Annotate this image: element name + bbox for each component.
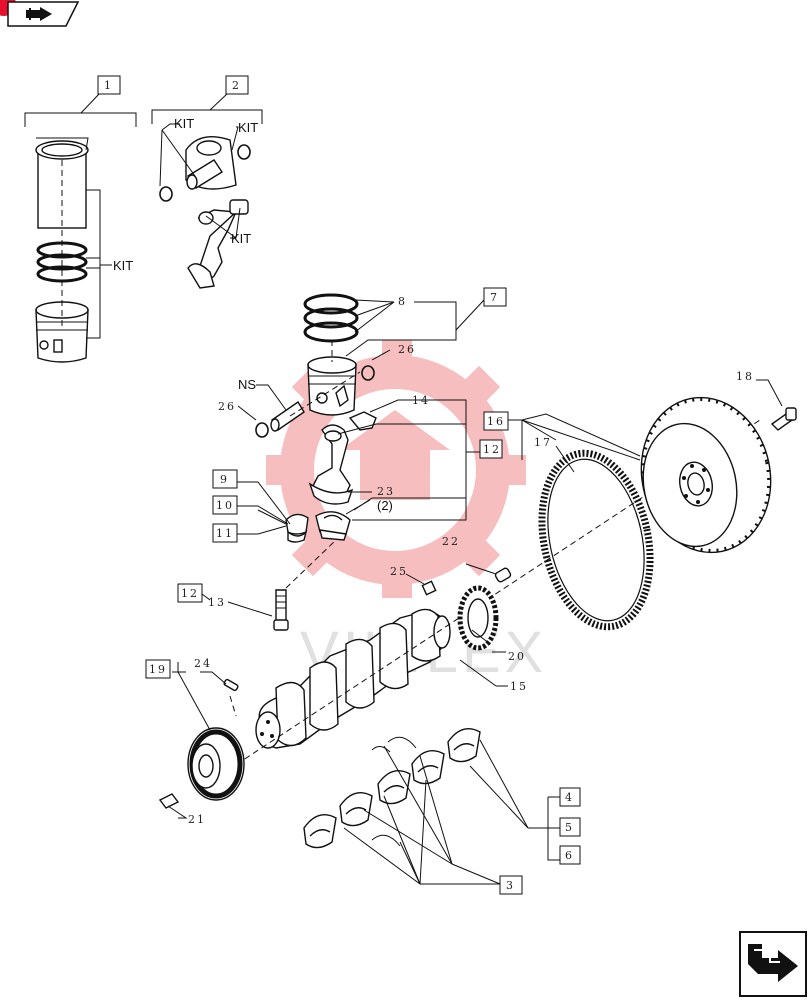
svg-text:8: 8 (398, 295, 407, 308)
piston-main[interactable] (307, 356, 357, 416)
snap-ring-left[interactable] (159, 186, 173, 202)
callout-13[interactable]: 13 (208, 596, 226, 609)
svg-text:10: 10 (216, 499, 234, 512)
svg-text:11: 11 (216, 527, 234, 540)
svg-text:26: 26 (398, 343, 416, 356)
damper-dowel[interactable] (223, 678, 239, 692)
callout-16[interactable]: 16 (483, 411, 509, 431)
callout-1[interactable]: 1 (97, 75, 121, 95)
arrow-turn-icon (26, 7, 52, 21)
svg-text:13: 13 (208, 596, 226, 609)
svg-text:1: 1 (104, 79, 113, 92)
crankshaft[interactable] (255, 608, 451, 749)
woodruff-key[interactable] (421, 580, 437, 596)
kit-label: KIT (113, 258, 133, 273)
main-bearing-shells[interactable] (303, 728, 481, 849)
callout-8[interactable]: 8 (398, 295, 407, 308)
svg-text:23: 23 (377, 485, 395, 498)
svg-text:16: 16 (487, 415, 505, 428)
ring-gear[interactable] (527, 443, 665, 637)
kit-label: KIT (231, 231, 251, 246)
callout-12-bolt[interactable]: 12 (177, 583, 203, 603)
callout-2[interactable]: 2 (225, 75, 249, 95)
flywheel-bolt[interactable] (770, 407, 797, 431)
snap-ring[interactable] (361, 365, 375, 381)
svg-text:14: 14 (412, 394, 430, 407)
arrow-turn-icon (748, 944, 798, 982)
svg-text:18: 18 (736, 370, 754, 383)
callout-23[interactable]: 23 (2) (377, 485, 395, 513)
callout-10[interactable]: 10 (212, 495, 238, 515)
svg-text:2: 2 (232, 79, 241, 92)
kit-label: KIT (238, 120, 258, 135)
svg-text:26: 26 (218, 400, 236, 413)
conrod-kit-group: KIT KIT KIT (151, 92, 263, 289)
svg-text:20: 20 (508, 650, 526, 663)
snap-ring-right[interactable] (237, 144, 251, 160)
svg-text:9: 9 (220, 473, 229, 486)
callout-5[interactable]: 5 (559, 817, 581, 837)
crankshaft-damper[interactable] (187, 727, 245, 801)
callout-9[interactable]: 9 (212, 469, 238, 489)
svg-text:5: 5 (565, 821, 574, 834)
svg-text:17: 17 (534, 436, 552, 449)
callout-12-conrod[interactable]: 12 (479, 439, 503, 459)
callout-11[interactable]: 11 (212, 523, 238, 543)
liner-kit-group: KIT (24, 92, 137, 363)
piston-pin[interactable] (186, 159, 223, 190)
svg-text:7: 7 (490, 291, 499, 304)
damper-bolt[interactable] (158, 793, 180, 809)
flywheel[interactable] (627, 385, 785, 564)
svg-text:3: 3 (506, 879, 515, 892)
callout-25[interactable]: 25 (390, 565, 408, 578)
dowel-pin[interactable] (494, 567, 512, 583)
watermark-logo: VIKILEX (266, 340, 543, 685)
callout-19[interactable]: 19 (145, 659, 171, 679)
conrod-small-end[interactable] (187, 199, 249, 289)
callout-26-lower[interactable]: 26 (218, 400, 236, 413)
crankshaft-gear[interactable] (457, 585, 499, 651)
callout-15[interactable]: 15 (510, 680, 528, 693)
conrod-bolt[interactable] (273, 589, 289, 631)
piston-rings-upper[interactable] (303, 293, 359, 343)
svg-text:22: 22 (442, 535, 460, 548)
callout-24[interactable]: 24 (194, 657, 212, 670)
callout-21[interactable]: 21 (188, 813, 206, 826)
piston-pin-ns[interactable] (270, 400, 305, 432)
callout-17[interactable]: 17 (534, 436, 552, 449)
callout-4[interactable]: 4 (559, 787, 581, 807)
forward-button[interactable] (739, 931, 807, 997)
leader-lines (167, 299, 783, 885)
callout-26-upper[interactable]: 26 (398, 343, 416, 356)
svg-text:4: 4 (565, 791, 574, 804)
svg-text:25: 25 (390, 565, 408, 578)
ns-label: NS (238, 377, 256, 392)
conrod-bearing-cap[interactable] (315, 511, 351, 541)
callout-7[interactable]: 7 (483, 287, 507, 307)
back-button[interactable] (0, 0, 80, 27)
ref-2-label: (2) (377, 498, 393, 513)
callout-22[interactable]: 22 (442, 535, 460, 548)
callout-18[interactable]: 18 (736, 370, 754, 383)
callout-6[interactable]: 6 (559, 845, 581, 865)
callout-3[interactable]: 3 (499, 875, 523, 895)
svg-text:19: 19 (149, 663, 167, 676)
kit-label: KIT (174, 116, 194, 131)
svg-text:24: 24 (194, 657, 212, 670)
callout-20[interactable]: 20 (508, 650, 526, 663)
svg-text:21: 21 (188, 813, 206, 826)
svg-text:12: 12 (483, 443, 501, 456)
piston-assembly: NS (238, 293, 375, 438)
svg-text:6: 6 (565, 849, 574, 862)
snap-ring-lower[interactable] (255, 422, 269, 438)
svg-text:15: 15 (510, 680, 528, 693)
conrod-bearing-shells[interactable] (285, 513, 309, 543)
svg-text:12: 12 (181, 587, 199, 600)
callout-14[interactable]: 14 (412, 394, 430, 407)
